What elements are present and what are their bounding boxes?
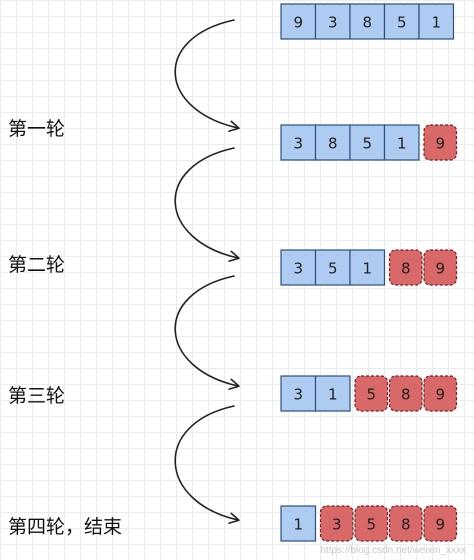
unsorted-cell-value: 3 (293, 260, 303, 278)
unsorted-cell (349, 3, 386, 40)
curved-arrow-icon (174, 275, 240, 390)
unsorted-cell-value: 5 (362, 135, 372, 153)
arrows-layer (174, 19, 240, 524)
sorted-cell-value: 9 (435, 516, 445, 534)
unsorted-cell (280, 375, 317, 412)
array-row-2: 3 5 1 8 9 (280, 249, 458, 286)
unsorted-cell-value: 5 (397, 14, 407, 32)
sorted-cell (388, 249, 423, 286)
sorted-cell (354, 505, 389, 542)
sorted-cell-value: 9 (435, 135, 445, 153)
unsorted-cell (383, 124, 420, 161)
unsorted-cell-value: 3 (293, 135, 303, 153)
round-label-1: 第一轮 (8, 118, 66, 140)
unsorted-cell (280, 249, 317, 286)
unsorted-cell (349, 249, 386, 286)
unsorted-cell-value: 3 (328, 14, 338, 32)
sorted-cell (423, 375, 458, 412)
round-label-3: 第三轮 (8, 385, 66, 407)
sorted-cell-value: 9 (435, 386, 445, 404)
unsorted-cell-value: 9 (293, 14, 303, 32)
round-label-4: 第四轮，结束 (8, 516, 123, 538)
rows-layer: 9 3 8 5 1 3 8 5 1 9 3 5 1 8 9 3 1 5 8 9 1 3 5 8 9 (280, 3, 458, 542)
curved-arrow-icon (174, 19, 240, 132)
curved-arrow-icon (174, 147, 240, 262)
unsorted-cell (280, 3, 317, 40)
watermark: https://blog.csdn.net/weixin_xxxx (320, 545, 466, 556)
array-row-4: 1 3 5 8 9 (280, 505, 458, 542)
sorted-cell (354, 375, 389, 412)
unsorted-cell (349, 124, 386, 161)
sorted-cell (388, 375, 423, 412)
unsorted-cell (280, 505, 317, 542)
sorted-cell (388, 505, 423, 542)
array-row-0: 9 3 8 5 1 (280, 3, 455, 40)
sorted-cell-value: 8 (401, 260, 411, 278)
curved-arrow-icon (174, 405, 240, 524)
unsorted-cell-value: 1 (397, 135, 407, 153)
sorted-cell (423, 249, 458, 286)
sorted-cell-value: 8 (401, 386, 411, 404)
sorted-cell (423, 124, 458, 161)
unsorted-cell (280, 124, 317, 161)
sorted-cell (423, 505, 458, 542)
sorted-cell-value: 5 (366, 516, 376, 534)
unsorted-cell-value: 8 (362, 14, 372, 32)
unsorted-cell (314, 375, 351, 412)
unsorted-cell (418, 3, 455, 40)
unsorted-cell-value: 1 (328, 386, 338, 404)
sorted-cell-value: 9 (435, 260, 445, 278)
unsorted-cell-value: 1 (362, 260, 372, 278)
array-row-3: 3 1 5 8 9 (280, 375, 458, 412)
unsorted-cell (314, 3, 351, 40)
sorted-cell-value: 8 (401, 516, 411, 534)
unsorted-cell-value: 1 (431, 14, 441, 32)
unsorted-cell-value: 5 (328, 260, 338, 278)
unsorted-cell-value: 1 (293, 516, 303, 534)
sorted-cell-value: 3 (332, 516, 342, 534)
sorted-cell (319, 505, 354, 542)
unsorted-cell (314, 124, 351, 161)
unsorted-cell-value: 3 (293, 386, 303, 404)
sorted-cell-value: 5 (366, 386, 376, 404)
round-label-2: 第二轮 (8, 254, 66, 276)
unsorted-cell-value: 8 (328, 135, 338, 153)
array-row-1: 3 8 5 1 9 (280, 124, 458, 161)
